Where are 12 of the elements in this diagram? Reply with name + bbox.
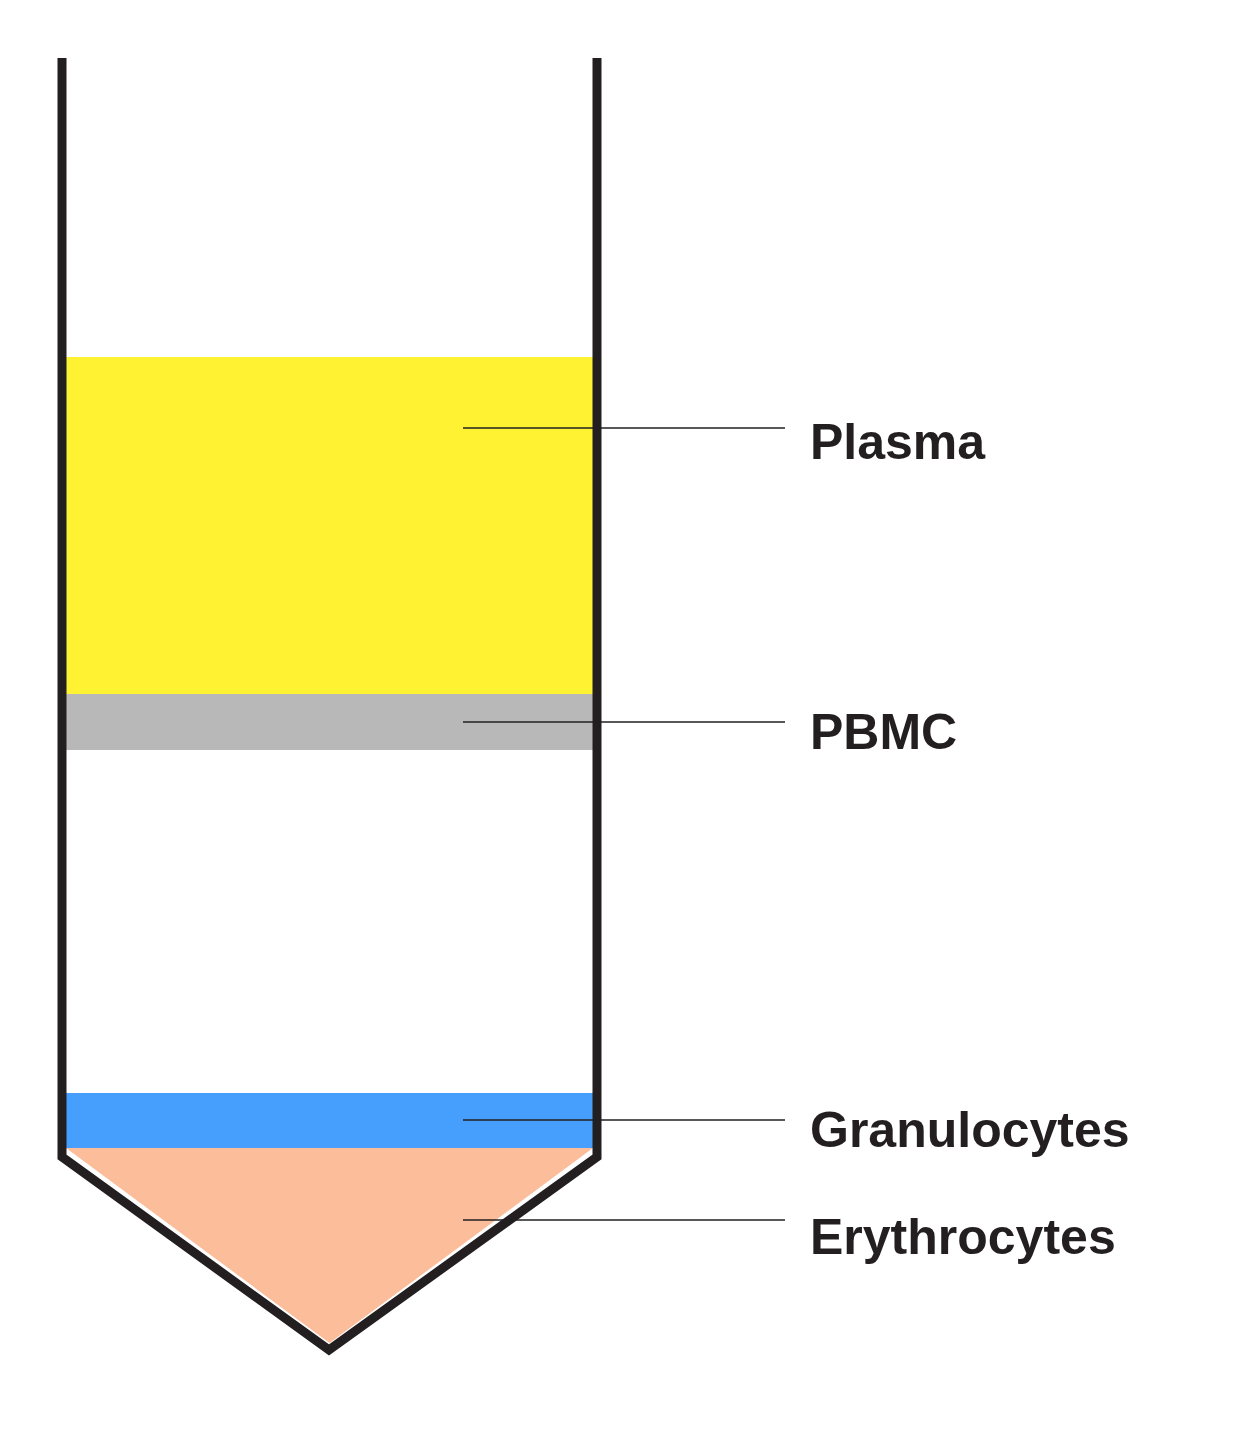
cell-layer bbox=[66, 694, 593, 750]
plasma-layer bbox=[66, 357, 593, 694]
granulocyte-layer bbox=[66, 1093, 593, 1148]
leader-line bbox=[462, 1119, 786, 1121]
layer-label: Erythrocytes bbox=[810, 1207, 1116, 1267]
layer-label: Granulocytes bbox=[810, 1100, 1130, 1160]
layer-label: Plasma bbox=[810, 412, 986, 472]
leader-line bbox=[462, 1219, 786, 1221]
erythrocyte-layer bbox=[66, 1148, 593, 1343]
leader-line bbox=[462, 427, 786, 429]
leader-line bbox=[462, 721, 786, 723]
layer-label: PBMC bbox=[810, 702, 958, 762]
